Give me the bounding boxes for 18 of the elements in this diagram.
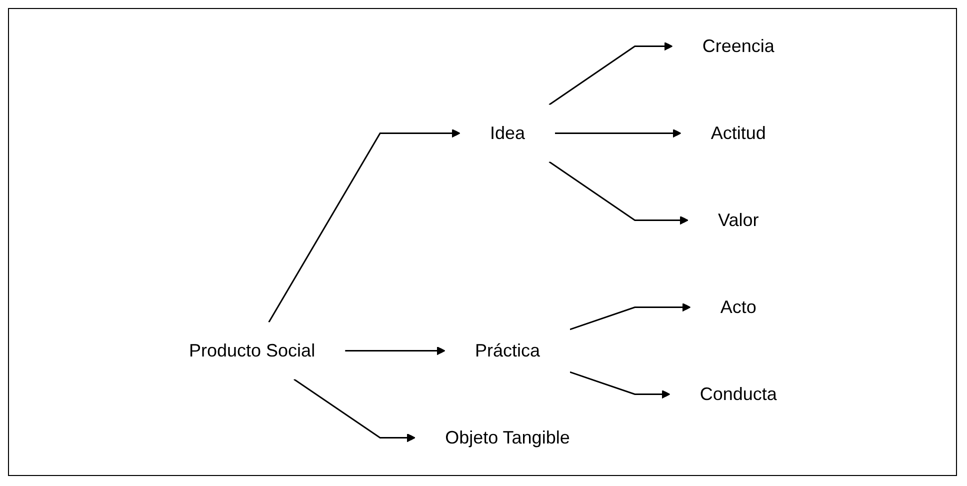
- node-text: Acto: [720, 296, 756, 317]
- node-text: Valor: [718, 210, 758, 230]
- arrow: [344, 346, 445, 356]
- arrow: [554, 128, 681, 138]
- arrow: [268, 128, 460, 323]
- node-text: Creencia: [702, 36, 774, 56]
- arrow: [548, 42, 672, 106]
- node-text: Producto Social: [188, 340, 315, 360]
- node-text: Práctica: [474, 340, 540, 360]
- diagram-frame: Producto Social Idea Práctica Objeto Tangible Creencia Actitud Valor Acto Conducta: [8, 8, 957, 476]
- node-text: Idea: [489, 122, 525, 143]
- node-text: Objeto Tangible: [444, 427, 570, 448]
- node-text: Actitud: [710, 122, 766, 143]
- arrow: [569, 371, 670, 399]
- arrow: [293, 378, 416, 442]
- arrow: [548, 161, 688, 225]
- arrow: [569, 302, 690, 330]
- node-text: Conducta: [699, 384, 776, 404]
